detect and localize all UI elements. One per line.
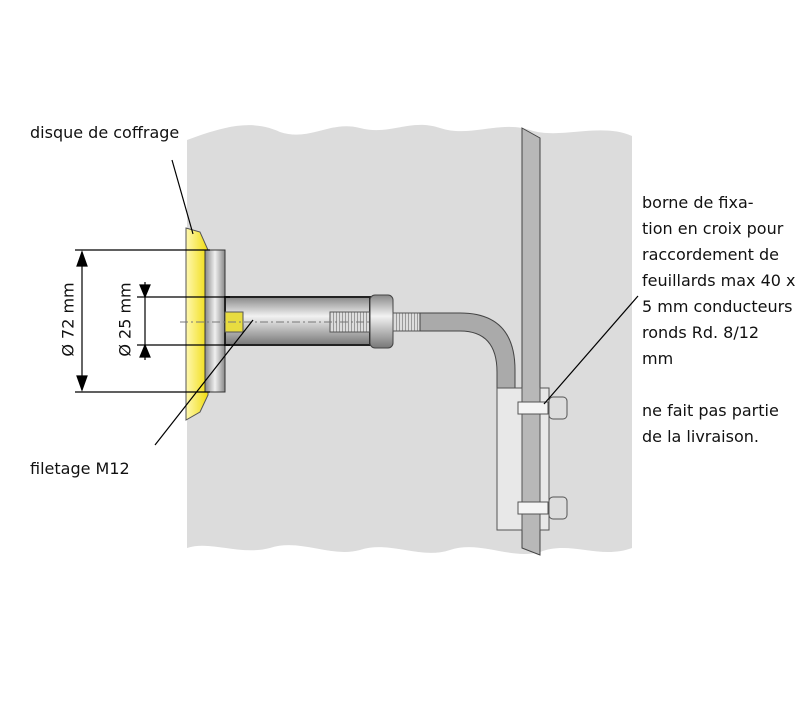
clamp-nut-upper	[548, 396, 568, 420]
clamp-line: tion en croix pour	[642, 219, 784, 238]
clamp-nut-lower	[548, 496, 568, 520]
clamp-line: feuillards max 40 x	[642, 271, 796, 290]
leader-lines	[154, 159, 639, 446]
clamp-line: ronds Rd. 8/12	[642, 323, 760, 342]
note-line: ne fait pas partie	[642, 401, 779, 420]
label-dim-25: Ø 25 mm	[115, 282, 135, 357]
label-thread: filetage M12	[30, 459, 130, 478]
clamp-line: mm	[642, 349, 674, 368]
label-clamp: borne de fixa- tion en croix pour raccor…	[642, 190, 796, 450]
flange	[204, 249, 226, 393]
clamp-line: raccordement de	[642, 245, 779, 264]
clamp-bolt-upper	[517, 401, 549, 415]
label-dim-72: Ø 72 mm	[58, 282, 78, 357]
flat-bar	[521, 127, 541, 556]
nut	[369, 294, 394, 349]
label-formwork-disc: disque de coffrage	[30, 123, 180, 142]
formwork-disc	[185, 227, 209, 421]
clamp-bolt-lower	[517, 501, 549, 515]
clamp-line: 5 mm conducteurs	[642, 297, 793, 316]
clamp-plate-right	[539, 387, 550, 531]
clamp-line: borne de fixa-	[642, 193, 754, 212]
threaded-rod	[392, 312, 421, 332]
note-line: de la livraison.	[642, 427, 759, 446]
dimension-lines	[75, 249, 230, 393]
